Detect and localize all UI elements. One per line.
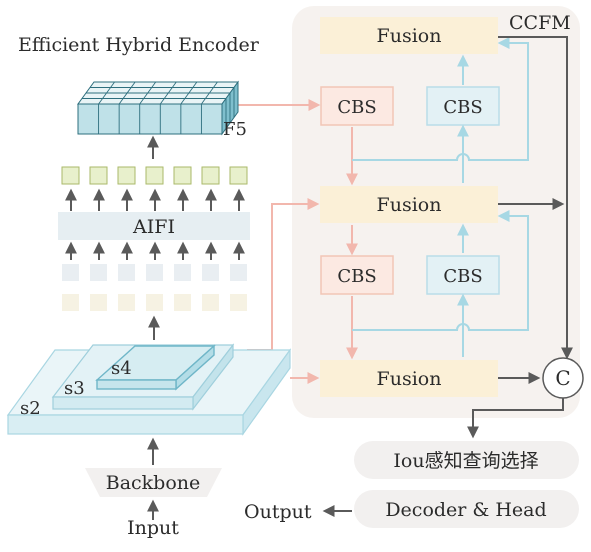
input-token <box>62 294 79 311</box>
embed-token <box>202 264 219 281</box>
input-token <box>118 294 135 311</box>
output-token <box>201 166 220 185</box>
blue-bottomup-arrows <box>352 37 529 357</box>
output-token <box>89 166 108 185</box>
backbone-block <box>85 468 222 497</box>
input-token <box>230 294 247 311</box>
cbs-box-pink-upper <box>320 86 394 126</box>
input-token <box>202 294 219 311</box>
cbs-box-pink-lower <box>320 255 394 295</box>
f5-feature-grid <box>77 80 239 136</box>
backbone-label: Backbone <box>106 472 201 494</box>
concat-node <box>542 357 584 399</box>
output-token <box>173 166 192 185</box>
input-token <box>174 294 191 311</box>
output-token <box>229 166 248 185</box>
stage-s3-label: s3 <box>64 378 85 399</box>
embed-token <box>174 264 191 281</box>
embed-token <box>62 264 79 281</box>
fusion-label-middle: Fusion <box>377 194 442 216</box>
decoder-head-box <box>354 490 579 528</box>
cbs-label-blue-upper: CBS <box>443 97 482 118</box>
stage-s4-label: s4 <box>111 358 132 379</box>
stage-s2-label: s2 <box>20 398 41 419</box>
cbs-box-blue-upper <box>426 86 500 126</box>
aifi-token-columns <box>61 166 248 311</box>
output-token <box>117 166 136 185</box>
aifi-block <box>58 212 250 240</box>
output-token <box>145 166 164 185</box>
input-token <box>146 294 163 311</box>
backbone-feature-maps <box>6 343 292 436</box>
fusion-label-bottom: Fusion <box>377 368 442 390</box>
embed-token <box>90 264 107 281</box>
aifi-label: AIFI <box>132 216 175 238</box>
ccfm-title: CCFM <box>509 12 571 34</box>
cbs-box-blue-lower <box>426 255 500 295</box>
cbs-label-pink-lower: CBS <box>337 266 376 287</box>
embed-token <box>118 264 135 281</box>
concat-symbol: C <box>555 366 570 390</box>
iou-selection-label: Iou感知查询选择 <box>393 450 538 472</box>
fusion-box-bottom <box>320 360 498 397</box>
f5-label: F5 <box>223 119 247 140</box>
decoder-head-label: Decoder & Head <box>385 499 546 521</box>
gray-concat-arrows <box>467 36 573 439</box>
fusion-label-top: Fusion <box>377 25 442 47</box>
fusion-box-middle <box>320 186 498 223</box>
embed-token <box>230 264 247 281</box>
encoder-title: Efficient Hybrid Encoder <box>18 34 260 56</box>
fusion-box-top <box>320 17 498 54</box>
iou-selection-box <box>354 441 579 479</box>
input-token <box>90 294 107 311</box>
cbs-label-blue-lower: CBS <box>443 266 482 287</box>
output-label: Output <box>244 501 312 523</box>
cbs-label-pink-upper: CBS <box>337 97 376 118</box>
input-label: Input <box>127 517 179 539</box>
embed-token <box>146 264 163 281</box>
output-token <box>61 166 80 185</box>
